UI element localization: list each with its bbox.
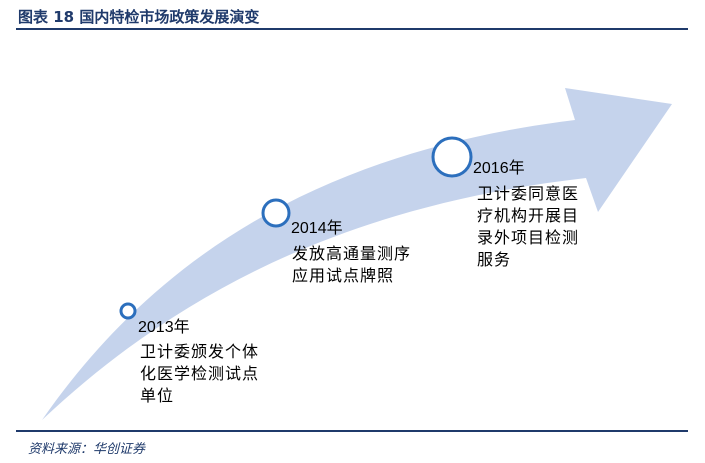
milestone-desc-line: 化医学检测试点 xyxy=(140,364,260,383)
milestone-year-2014: 2014年 xyxy=(291,220,343,237)
footer-divider xyxy=(16,430,688,432)
milestone-desc-line: 发放高通量测序 xyxy=(292,244,412,263)
title-divider xyxy=(16,28,688,30)
milestone-year-2013: 2013年 xyxy=(138,319,190,336)
figure-title: 图表 18 国内特检市场政策发展演变 xyxy=(18,8,260,26)
milestone-desc-line: 服务 xyxy=(477,250,512,269)
growth-arrow xyxy=(42,88,672,420)
milestone-desc-line: 应用试点牌照 xyxy=(292,266,395,285)
milestone-marker-2014 xyxy=(261,198,291,228)
milestone-marker-2013 xyxy=(119,302,137,320)
milestone-desc-line: 卫计委同意医 xyxy=(477,184,580,203)
milestone-desc-2014: 发放高通量测序 应用试点牌照 xyxy=(292,243,411,287)
source-note: 资料来源：华创证券 xyxy=(28,442,146,457)
milestone-desc-2016: 卫计委同意医 疗机构开展目 录外项目检测 服务 xyxy=(477,183,579,271)
milestone-desc-line: 卫计委颁发个体 xyxy=(140,342,260,361)
milestone-desc-line: 录外项目检测 xyxy=(477,228,580,247)
milestone-year-2016: 2016年 xyxy=(473,160,525,177)
milestone-marker-2016 xyxy=(431,136,473,178)
milestone-desc-line: 单位 xyxy=(140,386,175,405)
milestone-desc-line: 疗机构开展目 xyxy=(477,206,580,225)
milestone-desc-2013: 卫计委颁发个体 化医学检测试点 单位 xyxy=(140,341,259,407)
